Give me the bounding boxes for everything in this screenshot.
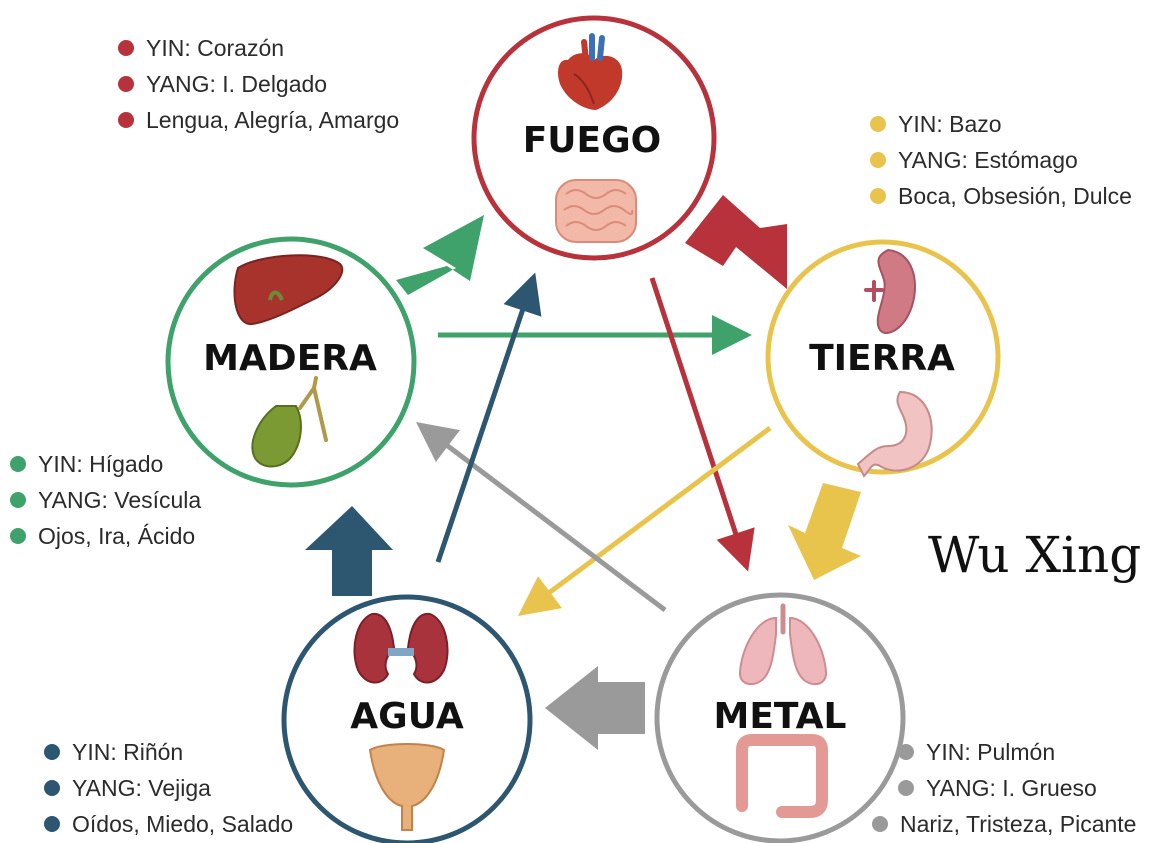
legend-row: Ojos, Ira, Ácido (10, 518, 201, 554)
bullet-dot (872, 816, 888, 832)
bullet-dot (870, 116, 886, 132)
legend-row: YIN: Riñón (44, 734, 293, 770)
liver-icon (233, 254, 344, 325)
legend-text: Nariz, Tristeza, Picante (900, 811, 1137, 837)
legend-text: YIN: Corazón (146, 35, 285, 61)
controlling-cycle (416, 272, 772, 616)
node-agua: AGUA (281, 594, 533, 843)
legend-madera: YIN: Hígado YANG: Vesícula Ojos, Ira, Ác… (10, 446, 201, 554)
bullet-dot (44, 780, 60, 796)
kidneys-icon (353, 612, 449, 684)
legend-row: YANG: I. Delgado (118, 66, 399, 102)
legend-text: YIN: Bazo (898, 111, 1002, 137)
bullet-dot (10, 492, 26, 508)
bladder-icon (368, 743, 446, 831)
control-arrow-agua-fuego (435, 272, 542, 563)
bullet-dot (118, 112, 134, 128)
legend-row: YANG: Vesícula (10, 482, 201, 518)
bullet-dot (118, 76, 134, 92)
stomach-icon (856, 390, 933, 478)
control-arrow-metal-madera (416, 421, 667, 612)
node-metal-label: METAL (714, 696, 847, 737)
heart-icon (558, 33, 623, 110)
bullet-dot (44, 744, 60, 760)
node-tierra-ring (765, 239, 1001, 475)
bullet-dot (10, 528, 26, 544)
legend-tierra: YIN: Bazo YANG: Estómago Boca, Obsesión,… (870, 106, 1132, 214)
node-metal-ring (654, 592, 906, 843)
generate-arrow-madera-fuego (396, 215, 484, 295)
lungs-icon (738, 603, 828, 686)
large-intestine-icon (736, 734, 828, 818)
legend-text: YIN: Riñón (72, 739, 184, 765)
node-fuego-label: FUEGO (523, 120, 662, 161)
bullet-dot (898, 780, 914, 796)
gallbladder-icon (251, 376, 328, 468)
legend-text: YANG: Vesícula (38, 487, 202, 513)
node-agua-label: AGUA (350, 696, 464, 737)
legend-text: YANG: I. Grueso (926, 775, 1097, 801)
node-madera-ring (165, 236, 417, 488)
node-metal: METAL (654, 592, 906, 843)
legend-text: YIN: Pulmón (926, 739, 1056, 765)
bullet-dot (10, 456, 26, 472)
bullet-dot (44, 816, 60, 832)
legend-row: Oídos, Miedo, Salado (44, 806, 293, 842)
legend-row: YANG: Vejiga (44, 770, 293, 806)
legend-row: Lengua, Alegría, Amargo (118, 102, 399, 138)
small-intestine-icon (555, 179, 637, 243)
bullet-dot (870, 188, 886, 204)
legend-text: Boca, Obsesión, Dulce (898, 183, 1132, 209)
node-tierra-label: TIERRA (809, 338, 955, 379)
legend-row: Nariz, Tristeza, Picante (872, 806, 1136, 842)
node-madera: MADERA (165, 236, 417, 488)
legend-agua: YIN: Riñón YANG: Vejiga Oídos, Miedo, Sa… (44, 734, 293, 842)
generating-cycle (305, 195, 861, 750)
legend-text: YANG: I. Delgado (146, 71, 328, 97)
node-fuego-ring (471, 15, 717, 261)
legend-row: YIN: Hígado (10, 446, 201, 482)
node-agua-ring (281, 594, 533, 843)
generate-arrow-fuego-tierra (685, 195, 787, 289)
legend-text: Ojos, Ira, Ácido (38, 523, 196, 549)
spleen-icon (864, 248, 916, 334)
node-fuego: FUEGO (471, 15, 717, 261)
legend-row: YANG: Estómago (870, 142, 1132, 178)
legend-fuego: YIN: Corazón YANG: I. Delgado Lengua, Al… (118, 30, 399, 138)
generate-arrow-tierra-metal (788, 483, 861, 580)
legend-text: Lengua, Alegría, Amargo (146, 107, 400, 133)
control-arrow-tierra-agua (517, 425, 772, 616)
legend-text: Oídos, Miedo, Salado (72, 811, 294, 837)
bullet-dot (898, 744, 914, 760)
legend-row: YIN: Bazo (870, 106, 1132, 142)
node-tierra: TIERRA (765, 239, 1001, 478)
legend-text: YANG: Vejiga (72, 775, 211, 801)
generate-arrow-metal-agua (545, 666, 645, 750)
node-madera-label: MADERA (203, 338, 377, 379)
control-arrow-fuego-metal (649, 277, 755, 572)
legend-row: Boca, Obsesión, Dulce (870, 178, 1132, 214)
legend-metal: YIN: Pulmón YANG: I. Grueso Nariz, Trist… (872, 734, 1136, 842)
legend-text: YIN: Hígado (38, 451, 164, 477)
bullet-dot (870, 152, 886, 168)
legend-row: YIN: Pulmón (872, 734, 1136, 770)
generate-arrow-agua-madera (305, 506, 393, 596)
legend-text: YANG: Estómago (898, 147, 1078, 173)
legend-row: YIN: Corazón (118, 30, 399, 66)
legend-row: YANG: I. Grueso (872, 770, 1136, 806)
bullet-dot (118, 40, 134, 56)
diagram-title: Wu Xing (928, 526, 1142, 584)
